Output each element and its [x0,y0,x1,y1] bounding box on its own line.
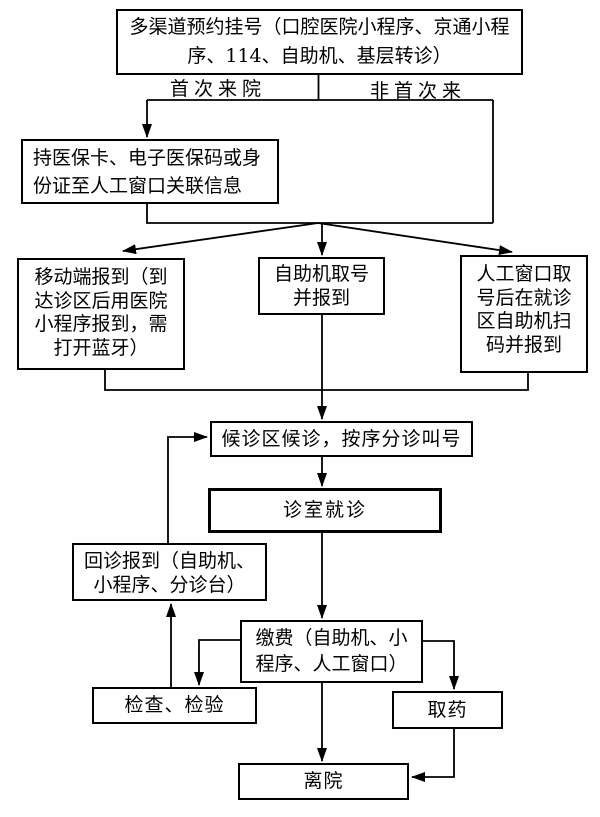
node-link-info-window: 持医保卡、电子医保码或身 份证至人工窗口关联信息 [21,139,279,204]
node-discharge: 离院 [238,763,409,800]
edge-fan-to-window [317,222,513,256]
node-consulting-room: 诊室就诊 [208,488,442,533]
node-waiting-area: 候诊区候诊，按序分诊叫号 [210,421,473,457]
edge-checkin-merge [104,370,529,391]
node-appointment-channels: 多渠道预约挂号（口腔医院小程序、京通小程 序、114、自助机、基层转诊） [116,9,523,75]
node-mobile-checkin: 移动端报到（到 达诊区后用医院 小程序报到，需 打开蓝牙） [17,258,185,370]
edge-return-to-waiting [167,432,208,543]
edge-pharmacy-to-discharge [411,729,455,782]
edge-payment-to-pharmacy [423,640,459,690]
node-window-checkin: 人工窗口取 号后在就诊 区自助机扫 码并报到 [460,255,588,373]
edge-linkinfo-merge [146,204,493,224]
node-exam-test: 检查、检验 [92,687,257,724]
edge-fan-to-mobile [122,222,319,255]
node-pharmacy: 取药 [392,691,503,729]
label-not-first-visit: 非首次来 [370,80,467,102]
node-kiosk-checkin: 自助机取号 并报到 [258,257,385,315]
edge-payment-to-exam [194,639,240,686]
label-first-visit: 首次来院 [170,78,267,100]
node-payment: 缴费（自助机、小 程序、人工窗口） [240,620,423,683]
node-return-checkin: 回诊报到（自助机、 小程序、分诊台） [72,543,267,601]
